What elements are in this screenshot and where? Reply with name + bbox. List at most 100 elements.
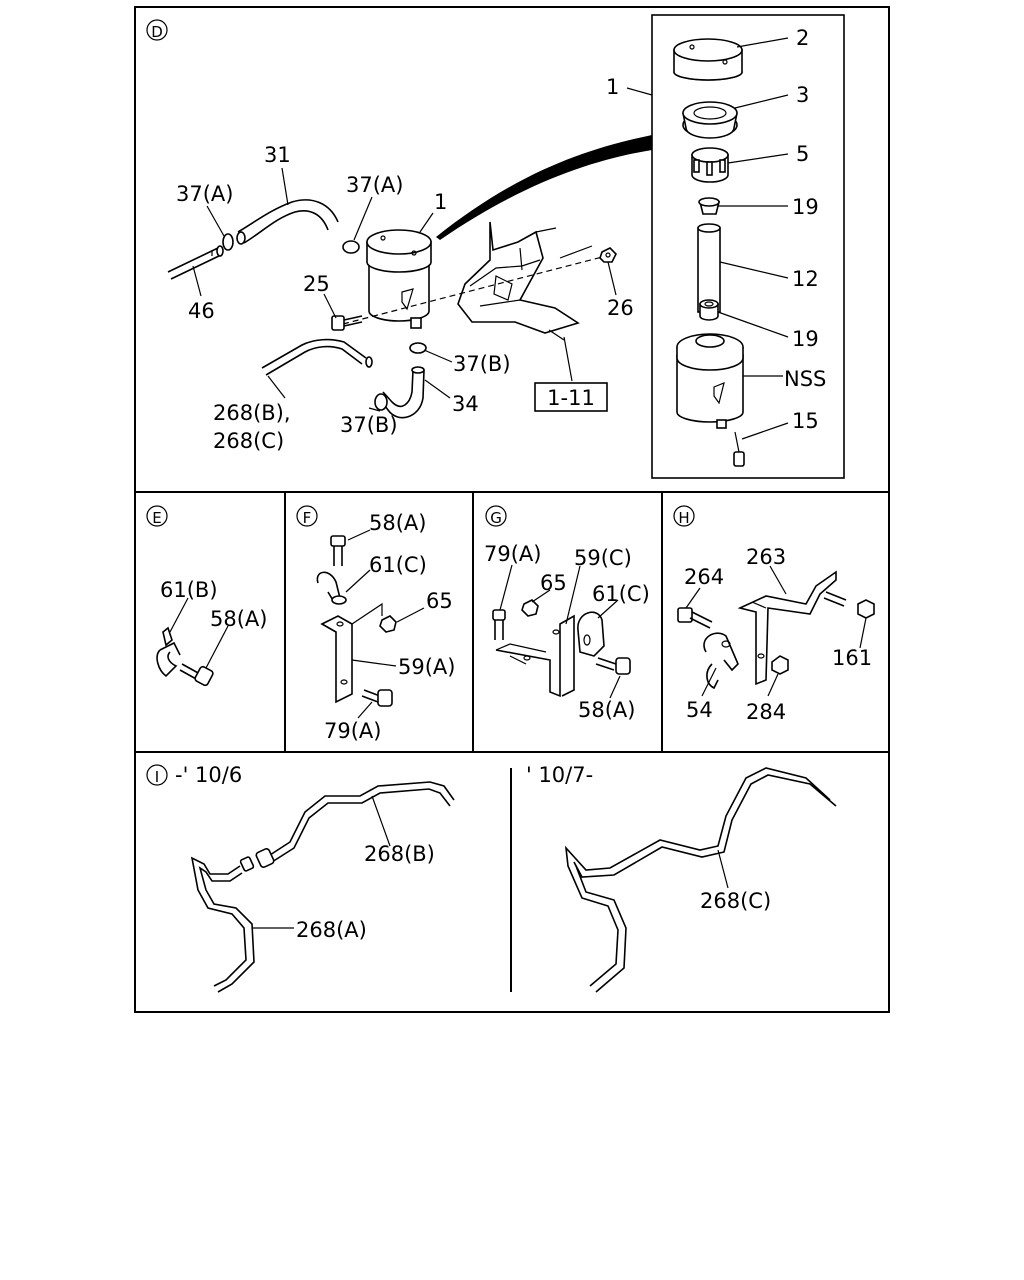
- clip-61b: [156, 626, 181, 678]
- part-label-31: 31: [264, 143, 291, 167]
- clamp-37a-left: [222, 233, 234, 251]
- reservoir-body: [676, 333, 744, 429]
- date-range-late: ' 10/7-: [526, 763, 593, 787]
- part-label-5: 5: [796, 142, 809, 166]
- part-label-79a-f: 79(A): [324, 719, 381, 743]
- part-label-46: 46: [188, 299, 215, 323]
- part-label-61c-f: 61(C): [369, 553, 427, 577]
- leader-lines-exploded: [626, 37, 789, 440]
- bracket-frame: [457, 221, 593, 341]
- part-label-61c-g: 61(C): [592, 582, 650, 606]
- pipe-268b: [239, 781, 455, 872]
- part-label-54: 54: [686, 698, 713, 722]
- bolt-58a-e: [179, 663, 214, 687]
- part-label-58a-f: 58(A): [369, 511, 426, 535]
- part-label-79a-g: 79(A): [484, 542, 541, 566]
- part-label-19-upper: 19: [792, 195, 819, 219]
- nut-26: [599, 247, 617, 263]
- clamp-37b-left: [374, 393, 388, 411]
- svg-text:H: H: [678, 509, 689, 527]
- svg-text:D: D: [151, 23, 163, 41]
- bolt-79a-g: [492, 609, 506, 640]
- part-label-34: 34: [452, 392, 479, 416]
- bolt-25: [331, 315, 363, 331]
- pipe-268a: [190, 856, 255, 993]
- hose-fitting: [733, 431, 745, 467]
- panel-letter-i: I: [146, 764, 168, 786]
- panel-letter-d: D: [146, 19, 168, 41]
- part-label-nss: NSS: [784, 367, 826, 391]
- detail-callout-wedge: [436, 135, 652, 240]
- part-label-268a: 268(A): [296, 918, 367, 942]
- bolt-58a-f: [330, 535, 346, 566]
- part-label-25: 25: [303, 272, 330, 296]
- part-label-263: 263: [746, 545, 786, 569]
- part-label-1-assembly: 1: [606, 75, 619, 99]
- pipe-268c: [564, 767, 837, 993]
- bolt-79a-f: [361, 689, 393, 707]
- strainer: [691, 147, 729, 183]
- bracket-59c: [495, 614, 575, 698]
- leader-e-58a: [205, 625, 229, 669]
- nut-284: [771, 655, 789, 675]
- leaders-panel-i: [252, 795, 729, 929]
- part-label-37a-right: 37(A): [346, 173, 403, 197]
- clamp-37a-right: [342, 240, 360, 254]
- bolt-axis-line: [342, 255, 607, 325]
- leaders-panel-f: [345, 529, 425, 719]
- part-label-37b-left: 37(B): [340, 413, 398, 437]
- part-label-15: 15: [792, 409, 819, 433]
- part-label-284: 284: [746, 700, 786, 724]
- cap-seal: [682, 101, 738, 139]
- clamp-37b-right: [409, 342, 427, 354]
- leaders-panel-g: [499, 564, 621, 699]
- bolt-58a-g: [595, 657, 631, 675]
- part-label-19-lower: 19: [792, 327, 819, 351]
- svg-text:G: G: [490, 509, 502, 527]
- bolt-161-stud: [823, 591, 847, 607]
- panel-letter-e: E: [146, 505, 168, 527]
- svg-text:E: E: [152, 509, 161, 527]
- leader-e-61b: [169, 597, 189, 633]
- part-label-12: 12: [792, 267, 819, 291]
- part-label-58a-e: 58(A): [210, 607, 267, 631]
- part-label-65-f: 65: [426, 589, 453, 613]
- tube: [697, 223, 721, 313]
- part-label-268c: 268(C): [213, 429, 284, 453]
- panel-letter-f: F: [296, 505, 318, 527]
- pipe-268b-268c: [261, 338, 373, 376]
- bolt-264: [677, 607, 713, 629]
- grommet-lower: [699, 299, 719, 321]
- svg-text:1-11: 1-11: [547, 386, 595, 410]
- part-label-3: 3: [796, 83, 809, 107]
- panel-letter-h: H: [673, 505, 695, 527]
- date-range-early: -' 10/6: [175, 763, 242, 787]
- part-label-268c-i: 268(C): [700, 889, 771, 913]
- part-label-1-reservoir: 1: [434, 190, 447, 214]
- pipe-46: [167, 245, 224, 280]
- leader-lines-assembled: [192, 167, 617, 412]
- clamp-54: [703, 632, 739, 690]
- diagram-frame: [134, 6, 890, 1013]
- nut-161: [857, 599, 875, 619]
- part-label-264: 264: [684, 565, 724, 589]
- part-label-61b: 61(B): [160, 578, 218, 602]
- bracket-59a: [320, 602, 383, 704]
- hose-34: [378, 366, 425, 419]
- svg-text:F: F: [303, 509, 312, 527]
- reference-box-1-11: 1-11: [534, 382, 608, 412]
- part-label-59c: 59(C): [574, 546, 632, 570]
- part-label-37b-right: 37(B): [453, 352, 511, 376]
- part-label-26: 26: [607, 296, 634, 320]
- leaders-panel-h: [685, 565, 867, 697]
- exploded-view-box: [651, 14, 845, 479]
- nut-65-g: [521, 599, 539, 617]
- hose-31: [236, 199, 339, 245]
- clamp-61c-g: [577, 611, 605, 657]
- bracket-263: [737, 570, 837, 686]
- svg-text:I: I: [155, 768, 159, 786]
- part-label-58a-g: 58(A): [578, 698, 635, 722]
- part-label-161: 161: [832, 646, 872, 670]
- grommet-upper: [698, 197, 721, 215]
